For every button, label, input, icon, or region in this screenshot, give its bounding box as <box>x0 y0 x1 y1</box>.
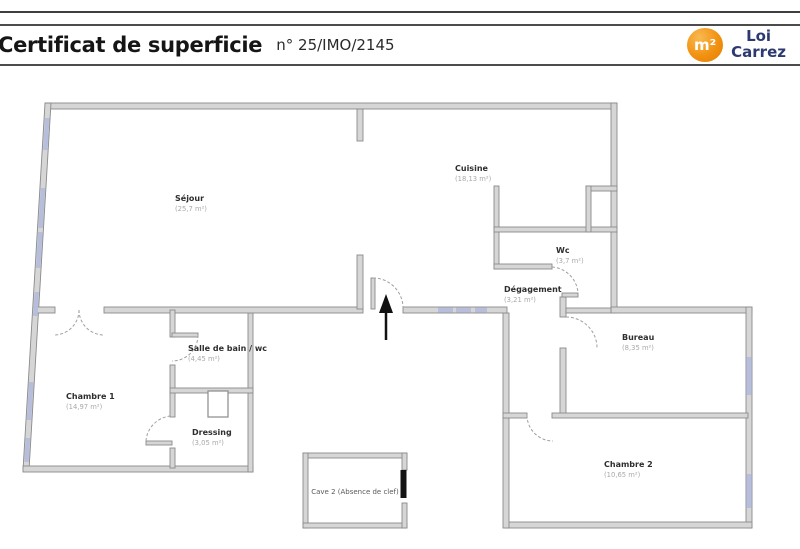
svg-text:(10,65 m²): (10,65 m²) <box>604 471 641 479</box>
svg-text:Chambre 1: Chambre 1 <box>66 392 115 401</box>
svg-text:Wc: Wc <box>556 246 570 255</box>
room-label-dressing: Dressing (3,05 m²) <box>192 428 232 447</box>
wc-door <box>551 266 579 298</box>
loi-carrez-logo: m² Loi Carrez <box>687 28 786 62</box>
svg-text:Dressing: Dressing <box>192 428 232 437</box>
cave-locked-door <box>400 470 407 498</box>
svg-text:Salle de bain / wc: Salle de bain / wc <box>188 344 267 353</box>
room-labels: Séjour (25,7 m²) Cuisine (18,13 m²) Wc (… <box>66 164 655 479</box>
chambre2-door <box>526 414 554 442</box>
interior-walls <box>33 108 749 469</box>
doors <box>53 266 598 446</box>
header: Certificat de superficie n° 25/IMO/2145 … <box>0 24 800 66</box>
svg-text:(3,05 m²): (3,05 m²) <box>192 439 224 447</box>
room-label-wc: Wc (3,7 m²) <box>556 246 584 265</box>
m2-icon: m² <box>687 28 724 62</box>
svg-text:Dégagement: Dégagement <box>504 284 562 294</box>
page-title: Certificat de superficie <box>0 33 263 57</box>
chambre1-double-door <box>53 309 105 336</box>
windows <box>24 117 752 508</box>
salle-de-bain-door <box>171 332 199 362</box>
room-label-chambre1: Chambre 1 (14,97 m²) <box>66 392 115 411</box>
svg-text:Chambre 2: Chambre 2 <box>604 460 653 469</box>
cave-label: Cave 2 (Absence de clef) <box>311 488 399 496</box>
cave-box: Cave 2 (Absence de clef) <box>302 452 408 529</box>
svg-text:(14,97 m²): (14,97 m²) <box>66 403 103 411</box>
room-label-salle-de-bain: Salle de bain / wc (4,45 m²) <box>188 344 267 363</box>
entrance-arrow <box>379 294 393 340</box>
svg-text:(4,45 m²): (4,45 m²) <box>188 355 220 363</box>
svg-text:(3,7 m²): (3,7 m²) <box>556 257 584 265</box>
svg-text:(25,7 m²): (25,7 m²) <box>175 205 207 213</box>
svg-text:(18,13 m²): (18,13 m²) <box>455 175 492 183</box>
room-label-cuisine: Cuisine (18,13 m²) <box>455 164 492 183</box>
svg-text:Cuisine: Cuisine <box>455 164 489 173</box>
dressing-door <box>145 415 173 446</box>
room-label-degagement: Dégagement (3,21 m²) <box>504 284 562 304</box>
entrance-door <box>370 277 404 310</box>
bureau-door <box>565 316 598 349</box>
svg-text:Bureau: Bureau <box>622 333 655 342</box>
room-label-chambre2: Chambre 2 (10,65 m²) <box>604 460 653 479</box>
room-label-bureau: Bureau (8,35 m²) <box>622 333 655 352</box>
duct-column <box>207 390 229 418</box>
top-rule <box>0 11 800 13</box>
certificate-number: n° 25/IMO/2145 <box>276 36 395 54</box>
svg-text:Séjour: Séjour <box>175 193 204 203</box>
logo-text: Loi Carrez <box>731 27 786 61</box>
svg-text:(3,21 m²): (3,21 m²) <box>504 296 536 304</box>
room-label-sejour: Séjour (25,7 m²) <box>175 193 207 213</box>
svg-text:(8,35 m²): (8,35 m²) <box>622 344 654 352</box>
